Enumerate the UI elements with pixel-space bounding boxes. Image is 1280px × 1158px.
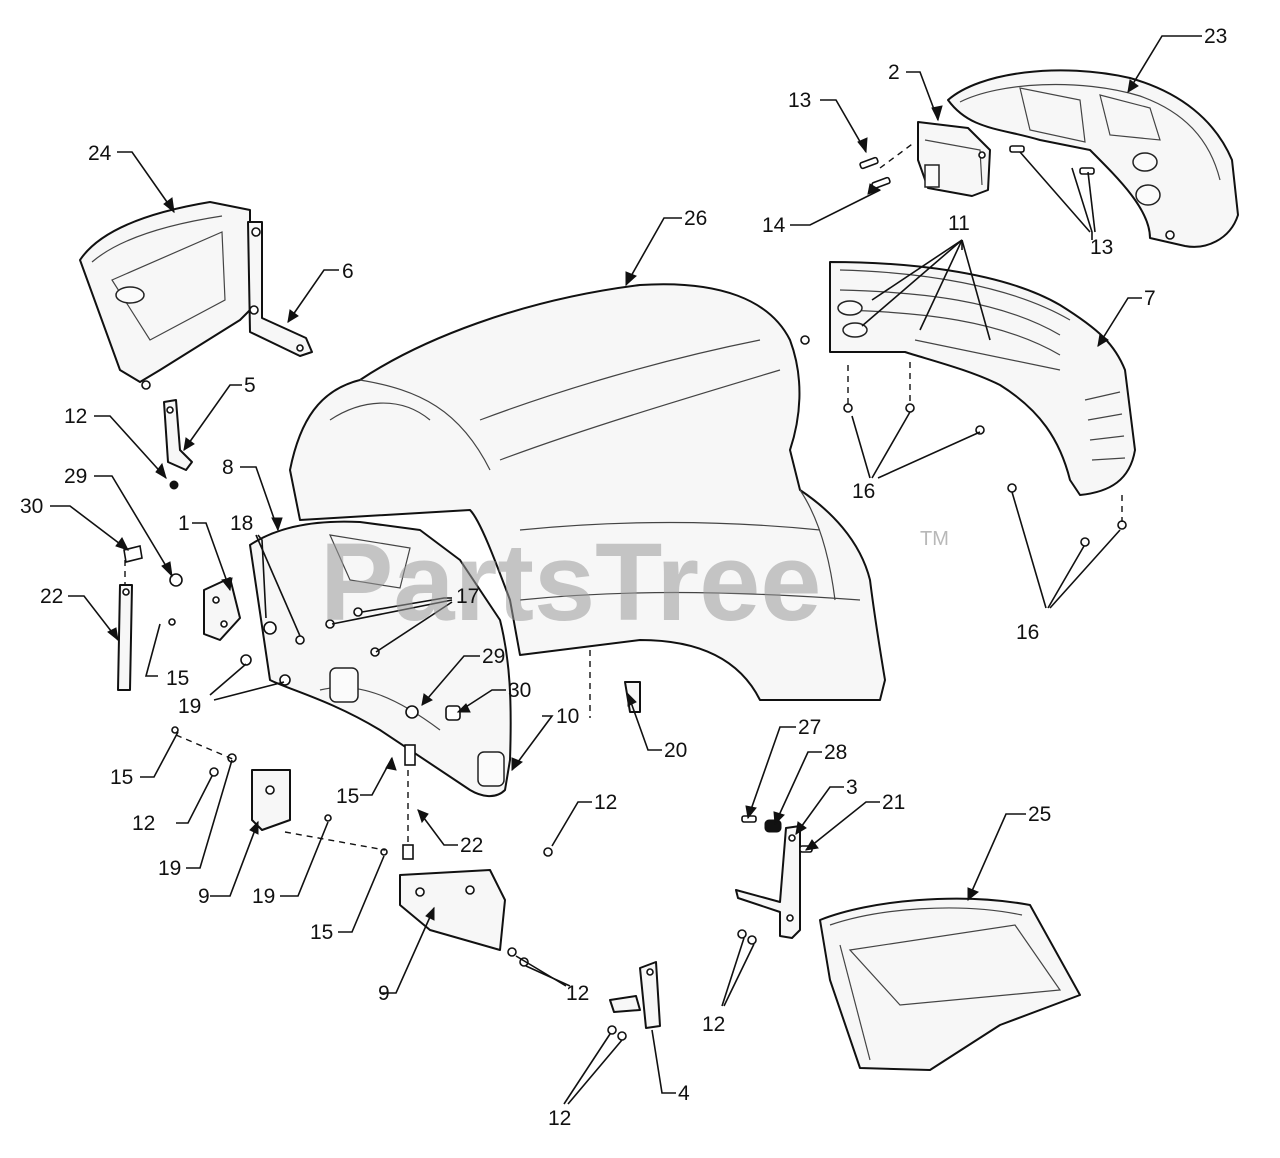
callout-12: 12	[132, 812, 155, 835]
callout-15: 15	[310, 921, 333, 944]
callout-4: 4	[678, 1082, 690, 1105]
part-rear-top-cover	[947, 69, 1239, 248]
callout-19: 19	[252, 885, 275, 908]
callout-23: 23	[1204, 25, 1227, 48]
callout-17: 17	[456, 585, 479, 608]
part-mounting-plate	[203, 577, 241, 641]
callout-16: 16	[1016, 621, 1039, 644]
callout-20: 20	[664, 739, 687, 762]
watermark-trademark: TM	[920, 528, 949, 550]
callout-19: 19	[178, 695, 201, 718]
callout-15: 15	[166, 667, 189, 690]
callout-29: 29	[482, 645, 505, 668]
callout-3: 3	[846, 776, 858, 799]
part-hood	[289, 283, 886, 701]
callout-18: 18	[230, 512, 253, 535]
callout-21: 21	[882, 791, 905, 814]
callout-12: 12	[548, 1107, 571, 1130]
part-dash-frame	[249, 520, 512, 797]
part-grille-panel	[829, 261, 1136, 496]
callout-30: 30	[20, 495, 43, 518]
callout-12: 12	[594, 791, 617, 814]
part-lever-bracket	[735, 825, 801, 939]
callout-22: 22	[460, 834, 483, 857]
callout-leaders	[50, 35, 1202, 1105]
part-side-cover-right	[819, 897, 1081, 1071]
callout-15: 15	[336, 785, 359, 808]
callout-labels: 23 2 13 13 14 24 26 6 11 7 5 12 16 29 8 …	[20, 25, 1227, 1130]
callout-29: 29	[64, 465, 87, 488]
part-link-rod-left	[117, 584, 133, 691]
watermark-text: PartsTree	[320, 521, 821, 644]
callout-19: 19	[158, 857, 181, 880]
callout-22: 22	[40, 585, 63, 608]
callout-7: 7	[1144, 287, 1156, 310]
callout-9: 9	[378, 982, 390, 1005]
callout-25: 25	[1028, 803, 1051, 826]
callout-8: 8	[222, 456, 234, 479]
part-housing-bracket	[917, 121, 991, 197]
callout-2: 2	[888, 61, 900, 84]
callout-26: 26	[684, 207, 707, 230]
callout-10: 10	[556, 705, 579, 728]
part-lower-bracket-lower	[399, 869, 506, 951]
callout-12: 12	[64, 405, 87, 428]
callout-12: 12	[566, 982, 589, 1005]
part-lower-bracket-upper	[251, 769, 291, 831]
callout-5: 5	[244, 374, 256, 397]
callout-12: 12	[702, 1013, 725, 1036]
callout-28: 28	[824, 741, 847, 764]
callout-13: 13	[788, 89, 811, 112]
part-small-bracket	[163, 399, 193, 490]
part-left-side-cover	[79, 201, 251, 390]
callout-13: 13	[1090, 236, 1113, 259]
callout-14: 14	[762, 214, 786, 237]
alignment-lines	[124, 141, 1123, 851]
callout-11: 11	[948, 212, 970, 235]
part-strap-bracket	[609, 961, 661, 1029]
callout-16: 16	[852, 480, 875, 503]
callout-1: 1	[178, 512, 190, 535]
callout-9: 9	[198, 885, 210, 908]
hardware-fasteners	[123, 145, 1127, 1041]
part-l-bracket	[247, 221, 313, 357]
callout-15: 15	[110, 766, 133, 789]
callout-27: 27	[798, 716, 821, 739]
callout-6: 6	[342, 260, 354, 283]
callout-30: 30	[508, 679, 531, 702]
callout-24: 24	[88, 142, 112, 165]
